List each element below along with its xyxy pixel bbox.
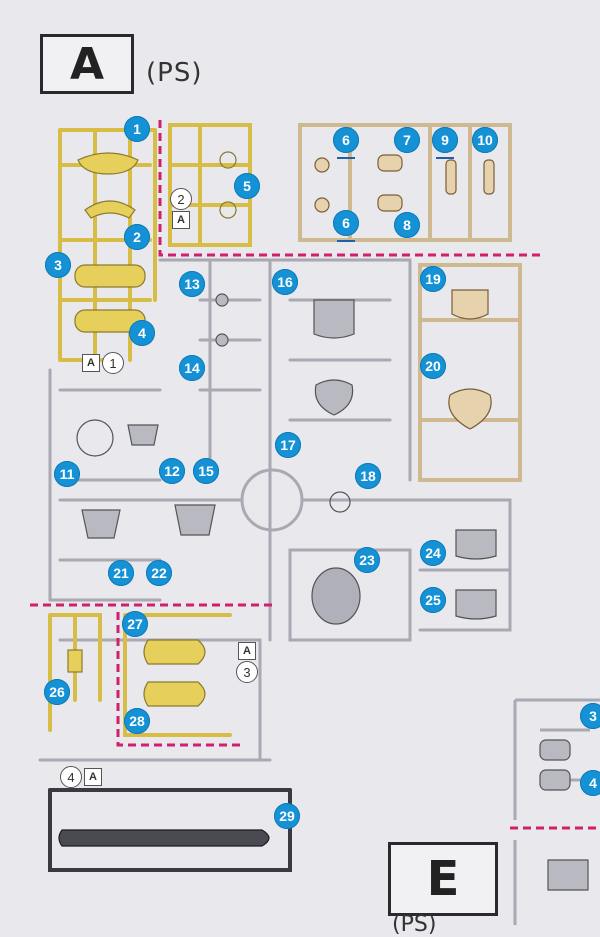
runner-a-label: A — [40, 34, 134, 94]
callout-part-2: 2 — [124, 224, 150, 250]
sprue-tag-number: 2 — [170, 188, 192, 210]
callout-part-15: 15 — [193, 458, 219, 484]
runner-e-label: E — [388, 842, 498, 916]
dark-runner-section — [48, 788, 292, 872]
callout-part-9: 9 — [432, 127, 458, 159]
callout-part-3: 3 — [45, 252, 71, 278]
part-5-ring-a — [219, 151, 237, 169]
callout-part-23: 23 — [354, 547, 380, 573]
sprue-tag-a3: A 3 — [236, 642, 258, 683]
callout-part-29: 29 — [274, 803, 300, 829]
sprue-tag-letter: A — [82, 354, 100, 372]
sprue-tag-a4: A 4 — [60, 766, 102, 788]
callout-part-6-bottom: 6 — [333, 210, 359, 242]
part-20-shape — [448, 388, 492, 430]
callout-part-27: 27 — [122, 611, 148, 637]
sprue-tag-letter: A — [84, 768, 102, 786]
callout-part-14: 14 — [179, 355, 205, 381]
part-29-shape — [58, 829, 270, 847]
beige-parts — [314, 154, 495, 430]
callout-part-17: 17 — [275, 432, 301, 458]
callout-part-6-top: 6 — [333, 127, 359, 159]
callout-part-21: 21 — [108, 560, 134, 586]
part-3-shape — [74, 264, 146, 288]
cut-guide-lines — [30, 120, 600, 830]
part-1-shape — [77, 152, 139, 175]
callout-part-13: 13 — [179, 271, 205, 297]
part-19-shape — [451, 289, 489, 320]
yellow-lower-parts — [67, 639, 206, 707]
sprue-tag-number: 4 — [60, 766, 82, 788]
callout-part-8: 8 — [394, 212, 420, 238]
part-2-shape — [84, 200, 136, 219]
runner-a-material: (PS) — [146, 58, 203, 88]
callout-part-28: 28 — [124, 708, 150, 734]
callout-part-1: 1 — [124, 116, 150, 142]
callout-part-22: 22 — [146, 560, 172, 586]
sprue-tag-a2: 2 A — [170, 188, 192, 229]
callout-e-part-4: 4 — [580, 770, 600, 796]
callout-part-18: 18 — [355, 463, 381, 489]
callout-part-5: 5 — [234, 173, 260, 199]
callout-part-19: 19 — [420, 266, 446, 292]
callout-part-16: 16 — [272, 269, 298, 295]
callout-part-24: 24 — [420, 540, 446, 566]
sprue-tag-letter: A — [172, 211, 190, 229]
callout-e-part-3: 3 — [580, 703, 600, 729]
sprue-tag-letter: A — [238, 642, 256, 660]
yellow-parts — [74, 151, 237, 333]
callout-part-12: 12 — [159, 458, 185, 484]
grey-runner-section — [38, 258, 512, 762]
callout-part-20: 20 — [420, 353, 446, 379]
sprue-tag-a1: A 1 — [82, 352, 124, 374]
callout-part-25: 25 — [420, 587, 446, 613]
sprue-tag-number: 1 — [102, 352, 124, 374]
callout-part-11: 11 — [54, 461, 80, 487]
callout-part-7: 7 — [394, 127, 420, 153]
callout-part-4: 4 — [129, 320, 155, 346]
part-23-shape — [311, 567, 361, 625]
sprue-tag-number: 3 — [236, 661, 258, 683]
part-5-ring-b — [219, 201, 237, 219]
grey-parts — [76, 293, 497, 625]
callout-part-26: 26 — [44, 679, 70, 705]
runner-e-preview — [513, 698, 600, 925]
callout-part-10: 10 — [472, 127, 498, 153]
